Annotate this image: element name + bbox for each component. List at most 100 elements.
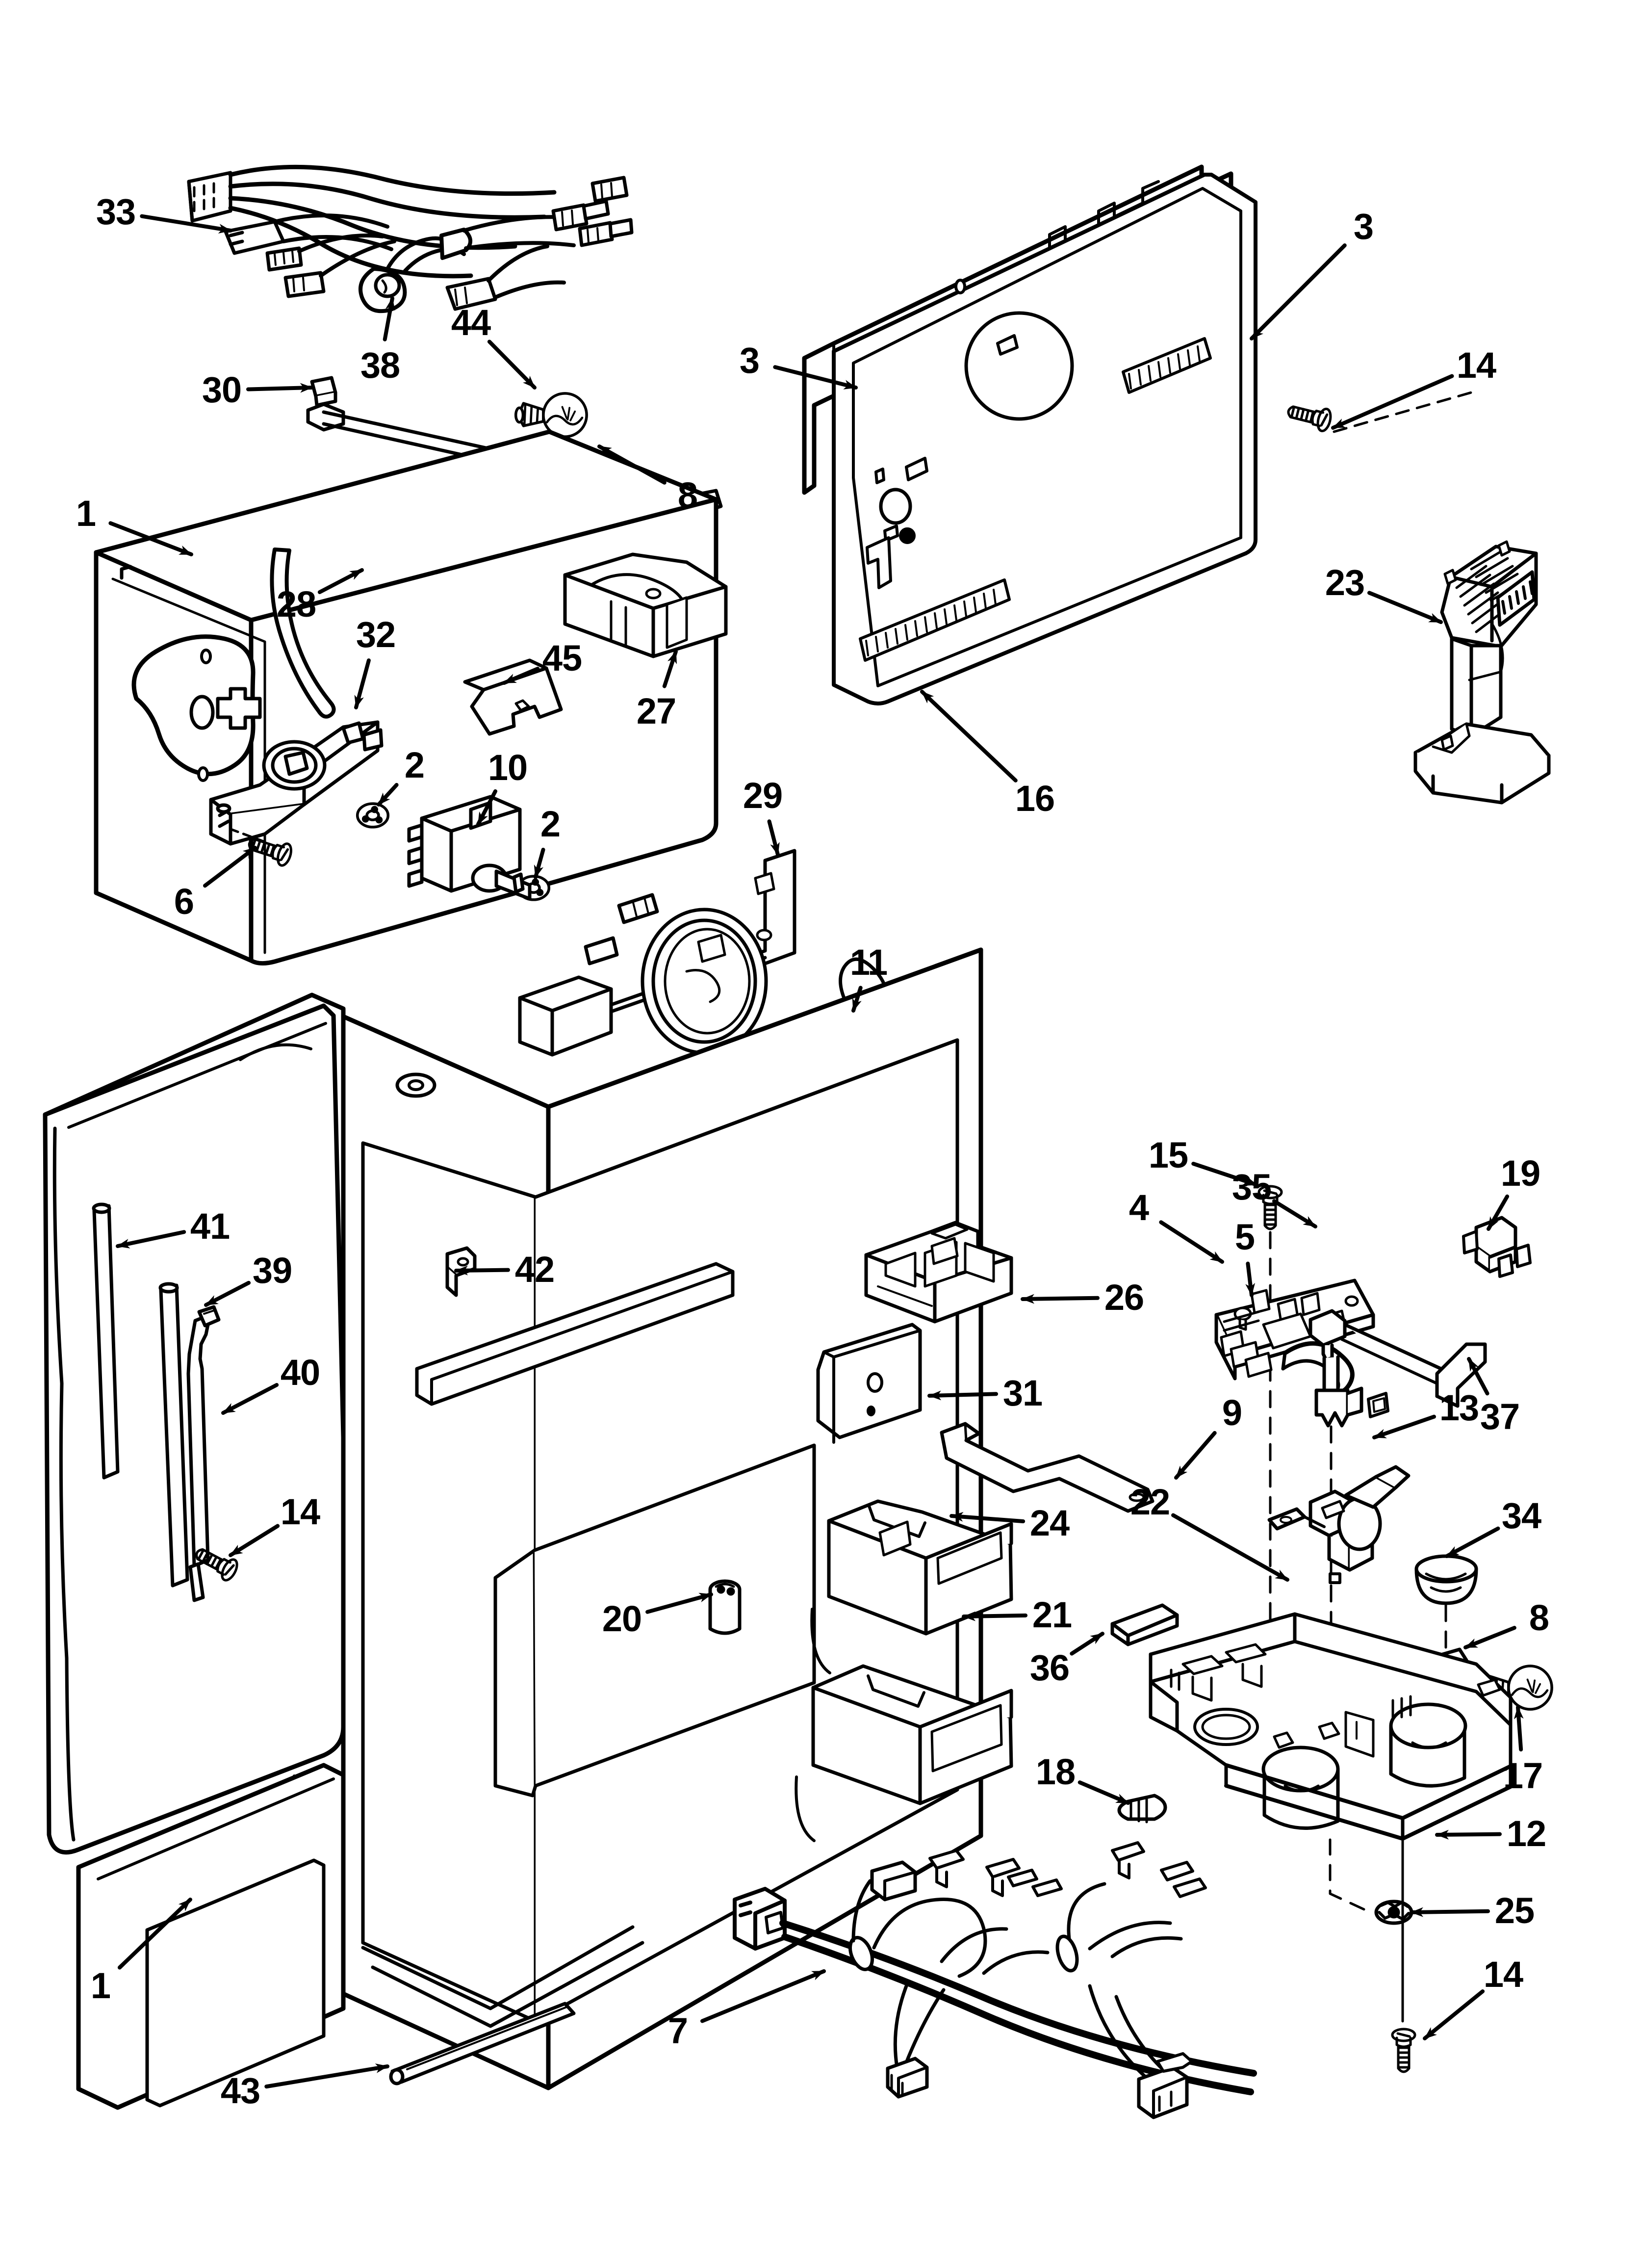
callout-number-c33[interactable]: 33 bbox=[96, 191, 136, 232]
callout-number-c9[interactable]: 9 bbox=[1222, 1392, 1242, 1433]
callout-number-c42[interactable]: 42 bbox=[514, 1249, 555, 1290]
callout-number-c36[interactable]: 36 bbox=[1029, 1647, 1070, 1688]
callout-number-c14b[interactable]: 14 bbox=[280, 1491, 320, 1532]
callout-leader-14 bbox=[1331, 374, 1454, 430]
callout-number-c31[interactable]: 31 bbox=[1002, 1373, 1043, 1413]
callout-leader-4 bbox=[1159, 1220, 1224, 1264]
callout-leader-35 bbox=[1272, 1199, 1317, 1228]
callout-number-c40[interactable]: 40 bbox=[280, 1352, 320, 1393]
callout-number-c8b[interactable]: 8 bbox=[1529, 1597, 1549, 1638]
callout-number-c26[interactable]: 26 bbox=[1104, 1277, 1144, 1318]
callout-number-c1a[interactable]: 1 bbox=[76, 493, 96, 534]
callout-number-c3a[interactable]: 3 bbox=[1353, 206, 1374, 247]
callout-number-c19[interactable]: 19 bbox=[1500, 1153, 1540, 1194]
callout-number-c14c[interactable]: 14 bbox=[1483, 1954, 1523, 1995]
callout-number-c28[interactable]: 28 bbox=[276, 584, 316, 625]
callout-leader-3 bbox=[773, 365, 858, 390]
callout-number-c17[interactable]: 17 bbox=[1503, 1755, 1543, 1796]
callout-number-c13[interactable]: 13 bbox=[1439, 1387, 1479, 1428]
callout-leader-22 bbox=[1171, 1513, 1289, 1582]
callout-leader-13 bbox=[1372, 1414, 1436, 1439]
callout-leader-42 bbox=[454, 1265, 511, 1276]
callout-leader-28 bbox=[317, 568, 364, 594]
callout-number-c11[interactable]: 11 bbox=[849, 942, 888, 983]
callout-number-c22[interactable]: 22 bbox=[1130, 1482, 1170, 1522]
callout-leader-45 bbox=[502, 667, 540, 685]
callout-number-c18[interactable]: 18 bbox=[1035, 1751, 1076, 1792]
callout-number-c23[interactable]: 23 bbox=[1325, 562, 1365, 603]
callout-leader-19 bbox=[1487, 1194, 1510, 1231]
callout-number-c25[interactable]: 25 bbox=[1494, 1890, 1535, 1931]
callout-number-c2a[interactable]: 2 bbox=[404, 745, 425, 785]
callout-number-c27[interactable]: 27 bbox=[636, 691, 676, 731]
callout-number-c7[interactable]: 7 bbox=[667, 2010, 688, 2051]
callout-number-c3b[interactable]: 3 bbox=[739, 340, 760, 381]
callout-number-c21[interactable]: 21 bbox=[1032, 1594, 1072, 1635]
callout-leader-38 bbox=[383, 296, 395, 341]
callout-leader-7 bbox=[700, 1969, 826, 2023]
callout-leader-5 bbox=[1245, 1261, 1256, 1297]
callout-leader-16 bbox=[920, 690, 1018, 782]
callout-leader-17 bbox=[1514, 1705, 1524, 1752]
callout-leader-12 bbox=[1435, 1829, 1502, 1840]
callout-leader-1 bbox=[117, 1898, 192, 1970]
callout-leader-27 bbox=[662, 650, 678, 688]
callout-leader-1 bbox=[108, 521, 193, 556]
callout-number-c2b[interactable]: 2 bbox=[540, 804, 561, 844]
callout-number-c16[interactable]: 16 bbox=[1015, 778, 1055, 819]
callout-leader-14 bbox=[1423, 1989, 1485, 2040]
callout-leader-24 bbox=[949, 1512, 1026, 1523]
callout-leader-33 bbox=[140, 214, 232, 234]
callout-number-c15[interactable]: 15 bbox=[1148, 1135, 1188, 1175]
callout-leader-11 bbox=[851, 986, 863, 1013]
callout-number-c10[interactable]: 10 bbox=[487, 747, 528, 788]
callout-number-c14a[interactable]: 14 bbox=[1456, 345, 1496, 386]
callout-leader-23 bbox=[1367, 591, 1443, 624]
callout-leader-26 bbox=[1021, 1294, 1100, 1304]
callout-number-c6[interactable]: 6 bbox=[174, 881, 194, 922]
callout-number-c34[interactable]: 34 bbox=[1501, 1495, 1541, 1536]
callout-number-c29[interactable]: 29 bbox=[743, 775, 783, 816]
callout-leader-29 bbox=[767, 819, 780, 857]
callout-leader-30 bbox=[246, 383, 314, 393]
callout-leader-40 bbox=[221, 1382, 279, 1415]
callout-leader-20 bbox=[645, 1592, 713, 1614]
callout-number-c1b[interactable]: 1 bbox=[90, 1965, 111, 2006]
callout-leader-32 bbox=[354, 658, 371, 709]
callout-number-c39[interactable]: 39 bbox=[252, 1250, 292, 1291]
callout-leader-41 bbox=[116, 1230, 186, 1249]
callout-leader-31 bbox=[927, 1390, 999, 1401]
callout-leader-43 bbox=[264, 2063, 389, 2089]
callout-number-c30[interactable]: 30 bbox=[202, 369, 242, 410]
callout-leader-37 bbox=[1467, 1357, 1489, 1396]
callout-number-c43[interactable]: 43 bbox=[220, 2070, 260, 2111]
callout-number-c5[interactable]: 5 bbox=[1234, 1217, 1255, 1257]
callout-number-c38[interactable]: 38 bbox=[360, 345, 400, 386]
callout-leader-3 bbox=[1250, 243, 1347, 340]
callout-number-c44[interactable]: 44 bbox=[451, 302, 491, 343]
callout-leader-18 bbox=[1078, 1780, 1130, 1805]
callout-leader-15 bbox=[1191, 1162, 1258, 1187]
callout-leader-8 bbox=[597, 444, 667, 485]
callout-number-c35[interactable]: 35 bbox=[1232, 1167, 1272, 1207]
callout-number-c24[interactable]: 24 bbox=[1029, 1503, 1070, 1543]
callout-number-c4[interactable]: 4 bbox=[1129, 1187, 1149, 1228]
callout-number-c41[interactable]: 41 bbox=[190, 1206, 230, 1247]
callout-number-c32[interactable]: 32 bbox=[356, 614, 396, 655]
callout-leader-2 bbox=[534, 848, 545, 879]
callout-leader-2 bbox=[377, 782, 399, 807]
callout-number-c8a[interactable]: 8 bbox=[677, 475, 698, 516]
callout-leader-25 bbox=[1410, 1907, 1490, 1917]
callout-leader-10 bbox=[476, 789, 498, 826]
callout-leader-6 bbox=[203, 846, 257, 888]
callout-number-c37[interactable]: 37 bbox=[1480, 1396, 1520, 1437]
callout-number-c45[interactable]: 45 bbox=[542, 638, 582, 678]
callout-leader-44 bbox=[487, 339, 537, 390]
callout-number-c20[interactable]: 20 bbox=[602, 1598, 642, 1639]
callout-number-c12[interactable]: 12 bbox=[1506, 1813, 1546, 1854]
callout-leader-36 bbox=[1070, 1632, 1104, 1656]
callout-leader-39 bbox=[204, 1280, 251, 1307]
callout-leader-9 bbox=[1174, 1431, 1217, 1480]
